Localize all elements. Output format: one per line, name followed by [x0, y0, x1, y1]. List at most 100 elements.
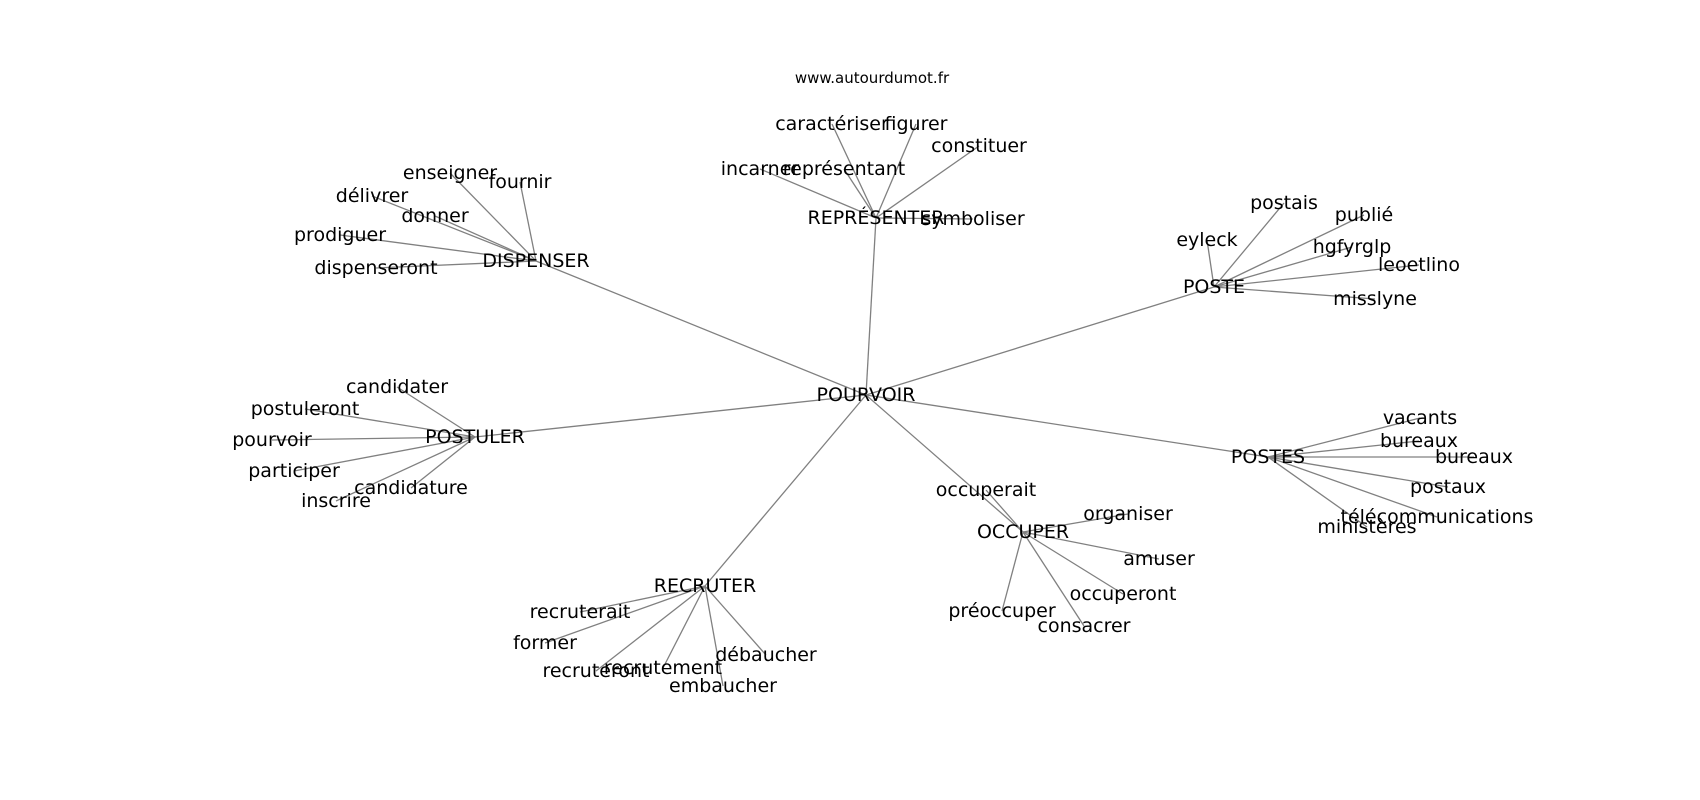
- word-node-publie: publié: [1335, 204, 1393, 226]
- word-node-bureaux: bureaux: [1435, 446, 1513, 468]
- edge-occuper-occuperait: [985, 489, 1024, 533]
- edge-root-postes: [865, 394, 1269, 458]
- edge-recruter-embaucher: [704, 585, 724, 687]
- word-node-fournir: fournir: [489, 171, 552, 193]
- edge-occuper-occuperont: [1022, 531, 1124, 595]
- edge-poste-publie: [1213, 214, 1365, 288]
- edge-occuper-preoccuper: [1001, 531, 1024, 612]
- word-node-recruteront: recruteront: [542, 660, 649, 682]
- edge-recruter-debaucher: [704, 585, 767, 656]
- word-node-consacrer: consacrer: [1038, 615, 1131, 637]
- site-watermark: www.autourdumot.fr: [795, 69, 950, 87]
- edge-postes-vacants: [1267, 417, 1421, 458]
- edge-postuler-postuleront: [304, 408, 476, 438]
- word-node-preoccuper: préoccuper: [948, 600, 1055, 622]
- edge-dispenser-fournir: [519, 181, 537, 262]
- edge-recruter-former: [544, 585, 706, 644]
- word-node-occuperont: occuperont: [1070, 583, 1177, 605]
- word-node-candidature: candidature: [354, 477, 468, 499]
- word-node-embaucher: embaucher: [669, 675, 777, 697]
- word-node-candidater: candidater: [346, 376, 448, 398]
- edge-occuper-amuser: [1022, 531, 1160, 560]
- edge-representer-incarner: [759, 168, 877, 219]
- edge-occuper-organiser: [1022, 513, 1129, 533]
- edge-representer-representant: [843, 168, 877, 219]
- edge-postuler-candidature: [410, 436, 476, 489]
- word-node-incarner: incarner: [721, 158, 800, 180]
- edge-root-poste: [865, 286, 1215, 396]
- word-node-ministeres: ministères: [1317, 516, 1416, 538]
- word-node-occuperait: occuperait: [936, 479, 1037, 501]
- word-node-inscrire: inscrire: [301, 490, 371, 512]
- edge-dispenser-donner: [434, 215, 537, 262]
- edge-postuler-candidater: [396, 386, 476, 438]
- graph-labels: www.autourdumot.fr POURVOIR DISPENSER ense…: [232, 69, 1533, 697]
- word-node-delivrer: délivrer: [336, 185, 409, 207]
- word-node-former: former: [513, 632, 577, 654]
- hub-node-postes: POSTES: [1231, 446, 1305, 468]
- word-node-constituer: constituer: [931, 135, 1027, 157]
- word-node-debaucher: débaucher: [715, 644, 817, 666]
- edge-poste-postais: [1213, 202, 1285, 288]
- word-node-misslyne: misslyne: [1333, 288, 1417, 310]
- word-node-figurer: figurer: [885, 113, 948, 135]
- word-node-organiser: organiser: [1083, 503, 1173, 525]
- edge-root-postuler: [474, 394, 867, 438]
- word-node-symboliser: symboliser: [921, 208, 1024, 230]
- edge-postes-postaux: [1267, 456, 1449, 488]
- edge-poste-misslyne: [1213, 286, 1376, 300]
- edge-representer-constituer: [875, 145, 980, 219]
- word-node-prodiguer: prodiguer: [294, 224, 386, 246]
- edge-recruter-recruterait: [579, 585, 706, 613]
- hub-node-occuper: OCCUPER: [977, 521, 1069, 543]
- word-node-postuleront: postuleront: [251, 398, 360, 420]
- hub-node-poste: POSTE: [1183, 276, 1245, 298]
- word-node-pourvoir: pourvoir: [232, 429, 312, 451]
- word-node-postais: postais: [1250, 192, 1318, 214]
- edge-postuler-inscrire: [335, 436, 476, 502]
- word-node-recrutement: recrutement: [604, 657, 722, 679]
- hub-node-representer: REPRÉSENTER: [808, 206, 945, 229]
- word-node-amuser: amuser: [1123, 548, 1195, 570]
- edge-representer-caracteriser: [831, 123, 877, 219]
- edge-postuler-pourvoir: [271, 436, 476, 441]
- word-node-caracteriser: caractériser: [775, 113, 889, 135]
- word-node-participer: participer: [248, 460, 340, 482]
- hub-node-postuler: POSTULER: [425, 426, 525, 448]
- word-node-eyleck: eyleck: [1176, 229, 1237, 251]
- word-node-bureaux: bureaux: [1380, 430, 1458, 452]
- word-node-enseigner: enseigner: [403, 162, 497, 184]
- edge-dispenser-dispenseront: [375, 260, 537, 269]
- edge-poste-hgfyrglp: [1213, 246, 1353, 288]
- word-node-recruterait: recruterait: [530, 601, 631, 623]
- word-node-leoetlino: leoetlino: [1378, 254, 1460, 276]
- edge-poste-eyleck: [1206, 239, 1215, 288]
- hub-node-dispenser: DISPENSER: [482, 250, 589, 272]
- edge-postes-bureaux: [1267, 440, 1420, 458]
- edge-recruter-recruteront: [595, 585, 706, 672]
- edge-root-occuper: [865, 394, 1024, 533]
- edge-poste-leoetlino: [1213, 264, 1420, 288]
- graph-edges: [271, 123, 1474, 687]
- word-node-donner: donner: [401, 205, 468, 227]
- hub-node-recruter: RECRUTER: [654, 575, 756, 597]
- edge-representer-figurer: [875, 123, 917, 219]
- edge-postes-telecommunications: [1267, 456, 1438, 518]
- edge-postes-ministeres: [1267, 456, 1368, 528]
- edge-dispenser-prodiguer: [339, 234, 537, 262]
- edge-root-representer: [865, 217, 877, 396]
- edge-root-recruter: [704, 394, 867, 587]
- edge-recruter-recrutement: [662, 585, 706, 669]
- edge-occuper-consacrer: [1022, 531, 1085, 627]
- word-node-postaux: postaux: [1410, 476, 1486, 498]
- root-node-label: POURVOIR: [817, 384, 916, 406]
- word-node-representant: représentant: [783, 158, 905, 180]
- edge-dispenser-enseigner: [449, 172, 537, 262]
- word-node-telecommunications: télécommunications: [1341, 506, 1534, 528]
- edge-root-dispenser: [535, 260, 867, 396]
- edge-representer-symboliser: [875, 217, 974, 220]
- edge-postuler-participer: [293, 436, 476, 472]
- edge-dispenser-delivrer: [371, 195, 537, 262]
- word-node-hgfyrglp: hgfyrglp: [1313, 236, 1392, 258]
